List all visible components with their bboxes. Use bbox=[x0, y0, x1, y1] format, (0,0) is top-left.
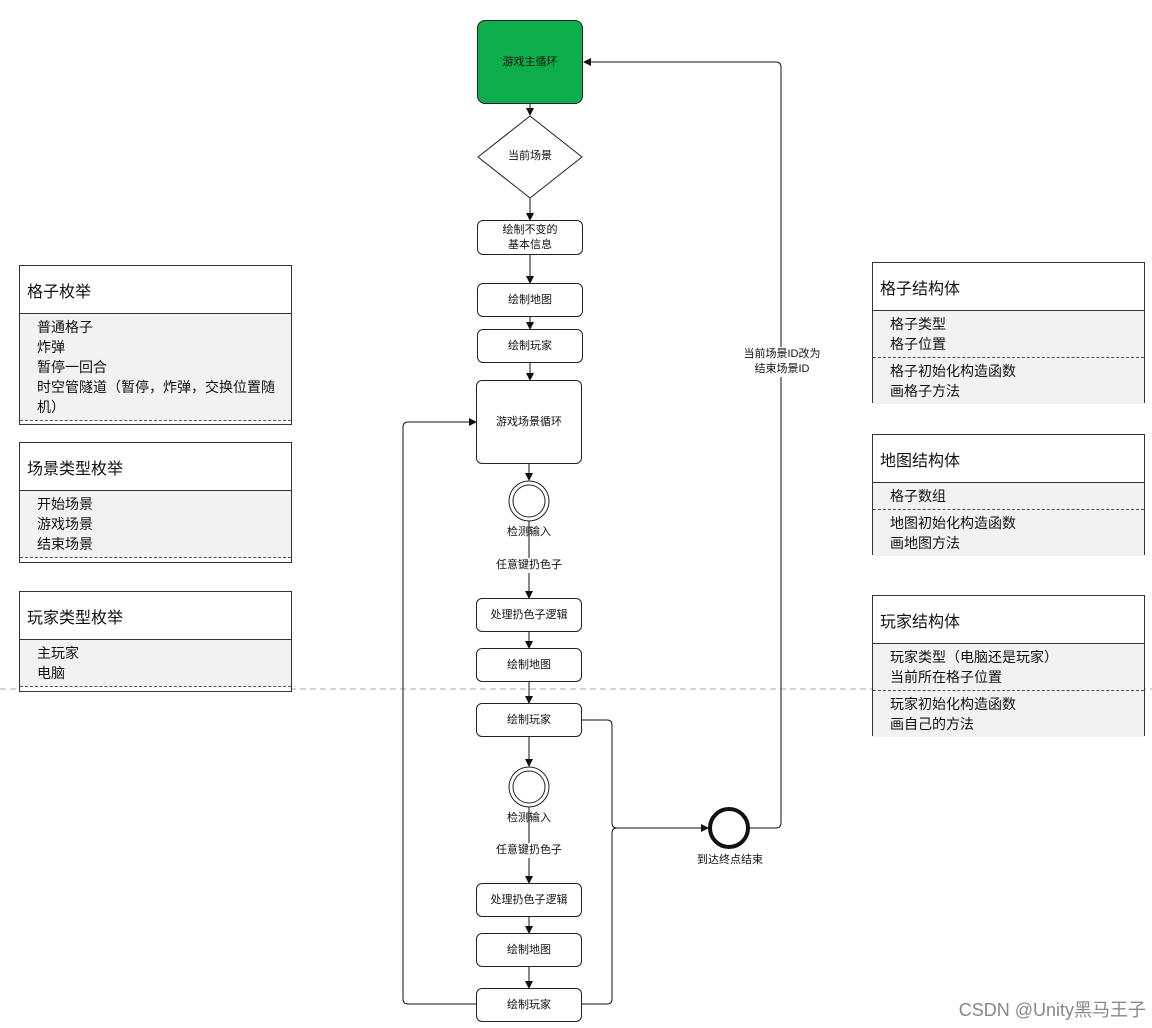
struct-method: 玩家初始化构造函数 bbox=[890, 696, 1016, 712]
enum-item: 炸弹 bbox=[37, 339, 65, 355]
enum-item: 结束场景 bbox=[37, 536, 93, 552]
scene-loop-node[interactable]: 游戏场景循环 bbox=[476, 380, 582, 464]
draw-static-info-node[interactable]: 绘制不变的 基本信息 bbox=[477, 220, 583, 255]
enum-item: 开始场景 bbox=[37, 496, 93, 512]
draw-player-node-1[interactable]: 绘制玩家 bbox=[477, 329, 583, 363]
enum-item: 主玩家 bbox=[37, 645, 79, 661]
detect-input-circle-1 bbox=[508, 480, 550, 522]
end-reached-label: 到达终点结束 bbox=[697, 854, 763, 866]
map-struct-card[interactable]: 地图结构体 格子数组 地图初始化构造函数 画地图方法 bbox=[872, 434, 1145, 556]
struct-method: 地图初始化构造函数 bbox=[890, 515, 1016, 531]
enum-item: 游戏场景 bbox=[37, 516, 93, 532]
struct-field: 玩家类型（电脑还是玩家） bbox=[890, 649, 1058, 665]
struct-field: 格子类型 bbox=[890, 316, 946, 332]
card-title: 场景类型枚举 bbox=[20, 443, 291, 491]
draw-map-node-1[interactable]: 绘制地图 bbox=[477, 283, 583, 317]
struct-method: 格子初始化构造函数 bbox=[890, 363, 1016, 379]
process-dice-node-1[interactable]: 处理扔色子逻辑 bbox=[476, 598, 582, 632]
draw-map-node-3[interactable]: 绘制地图 bbox=[476, 933, 582, 967]
player-enum-card[interactable]: 玩家类型枚举 主玩家 电脑 bbox=[19, 591, 292, 692]
card-title: 地图结构体 bbox=[873, 435, 1144, 483]
struct-method: 画地图方法 bbox=[890, 535, 960, 551]
draw-map-node-2[interactable]: 绘制地图 bbox=[476, 648, 582, 682]
detect-input-label-1: 检测输入 bbox=[507, 526, 551, 538]
process-dice-node-2[interactable]: 处理扔色子逻辑 bbox=[476, 883, 582, 917]
grid-enum-card[interactable]: 格子枚举 普通格子 炸弹 暂停一回合 时空管隧道（暂停，炸弹，交换位置随机） bbox=[19, 265, 292, 425]
enum-item: 普通格子 bbox=[37, 319, 93, 335]
struct-field: 格子数组 bbox=[890, 488, 946, 504]
struct-field: 当前所在格子位置 bbox=[890, 669, 1002, 685]
detect-input-circle-2 bbox=[508, 766, 550, 808]
draw-player-node-2[interactable]: 绘制玩家 bbox=[476, 703, 582, 737]
change-scene-label: 当前场景ID改为 结束场景ID bbox=[734, 347, 830, 377]
scene-enum-card[interactable]: 场景类型枚举 开始场景 游戏场景 结束场景 bbox=[19, 442, 292, 563]
enum-item: 暂停一回合 bbox=[37, 359, 107, 375]
struct-method: 画自己的方法 bbox=[890, 716, 974, 732]
player-struct-card[interactable]: 玩家结构体 玩家类型（电脑还是玩家） 当前所在格子位置 玩家初始化构造函数 画自… bbox=[872, 595, 1145, 737]
card-title: 玩家结构体 bbox=[873, 596, 1144, 644]
enum-item: 时空管隧道（暂停，炸弹，交换位置随机） bbox=[37, 379, 275, 415]
struct-field: 格子位置 bbox=[890, 336, 946, 352]
card-title: 玩家类型枚举 bbox=[20, 592, 291, 640]
watermark: CSDN @Unity黑马王子 bbox=[958, 1000, 1146, 1020]
struct-method: 画格子方法 bbox=[890, 383, 960, 399]
any-key-dice-label-1: 任意键扔色子 bbox=[489, 558, 569, 573]
card-title: 格子枚举 bbox=[20, 266, 291, 314]
draw-player-node-3[interactable]: 绘制玩家 bbox=[476, 988, 582, 1022]
main-loop-node[interactable]: 游戏主循环 bbox=[477, 20, 583, 104]
enum-item: 电脑 bbox=[37, 665, 65, 681]
grid-struct-card[interactable]: 格子结构体 格子类型 格子位置 格子初始化构造函数 画格子方法 bbox=[872, 262, 1145, 404]
detect-input-label-2: 检测输入 bbox=[507, 812, 551, 824]
decision-label: 当前场景 bbox=[508, 150, 552, 162]
any-key-dice-label-2: 任意键扔色子 bbox=[489, 843, 569, 858]
end-circle bbox=[708, 807, 750, 849]
card-title: 格子结构体 bbox=[873, 263, 1144, 311]
